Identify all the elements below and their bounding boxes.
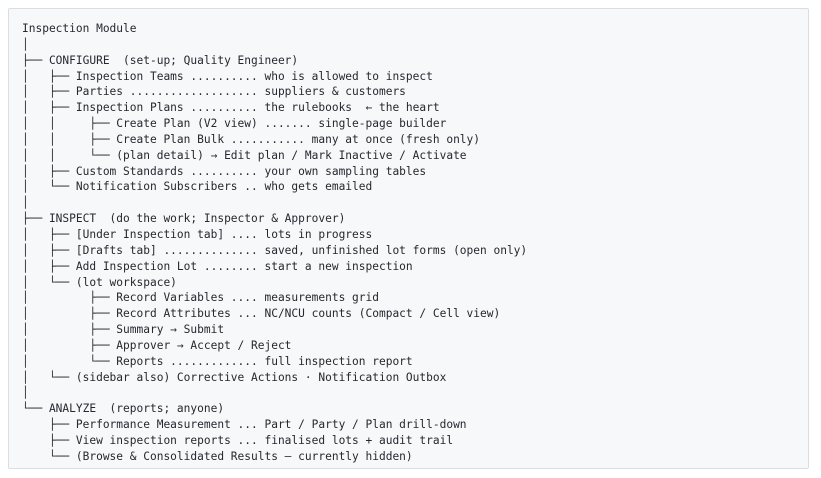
tree-item-record-attributes: │ ├── Record Attributes ... NC/NCU count… (22, 307, 501, 321)
tree-item-record-variables: │ ├── Record Variables .... measurements… (22, 291, 379, 305)
section-analyze: └── ANALYZE (reports; anyone) (22, 402, 225, 416)
tree-item-sidebar-also: │ └── (sidebar also) Corrective Actions … (22, 370, 447, 384)
tree-item-plan-detail: │ │ └── (plan detail) → Edit plan / Mark… (22, 148, 467, 162)
tree-line: │ (22, 386, 29, 400)
tree-item-view-inspection-reports: ├── View inspection reports ... finalise… (22, 433, 454, 447)
tree-root-title: Inspection Module (22, 22, 137, 35)
tree-item-performance-measurement: ├── Performance Measurement ... Part / P… (22, 418, 467, 432)
tree-item-create-plan-bulk: │ │ ├── Create Plan Bulk ........... man… (22, 132, 481, 146)
tree-item-reports: │ └── Reports ............. full inspect… (22, 354, 413, 368)
module-tree: Inspection Module │ ├── CONFIGURE (set-up;… (22, 21, 808, 465)
tree-item-under-inspection-tab: │ ├── [Under Inspection tab] .... lots i… (22, 227, 373, 241)
tree-item-inspection-plans: │ ├── Inspection Plans .......... the ru… (22, 101, 440, 115)
tree-item-parties: │ ├── Parties ................... suppli… (22, 85, 406, 99)
tree-item-notification-subscribers: │ └── Notification Subscribers .. who ge… (22, 180, 373, 194)
section-configure: ├── CONFIGURE (set-up; Quality Engineer) (22, 53, 299, 67)
tree-line: │ (22, 196, 29, 210)
tree-item-browse-consolidated: └── (Browse & Consolidated Results — cur… (22, 449, 413, 463)
tree-item-inspection-teams: │ ├── Inspection Teams .......... who is… (22, 69, 433, 83)
tree-item-lot-workspace: │ └── (lot workspace) (22, 275, 177, 289)
tree-item-summary: │ ├── Summary → Submit (22, 323, 225, 337)
code-block: Inspection Module │ ├── CONFIGURE (set-up;… (8, 8, 809, 469)
section-inspect: ├── INSPECT (do the work; Inspector & Ap… (22, 212, 346, 226)
tree-line: │ (22, 37, 29, 51)
tree-item-custom-standards: │ ├── Custom Standards .......... your o… (22, 164, 427, 178)
tree-item-add-inspection-lot: │ ├── Add Inspection Lot ........ start … (22, 259, 413, 273)
tree-item-drafts-tab: │ ├── [Drafts tab] .............. saved,… (22, 243, 528, 257)
tree-item-create-plan: │ │ ├── Create Plan (V2 view) ....... si… (22, 117, 447, 131)
tree-item-approver: │ ├── Approver → Accept / Reject (22, 338, 292, 352)
